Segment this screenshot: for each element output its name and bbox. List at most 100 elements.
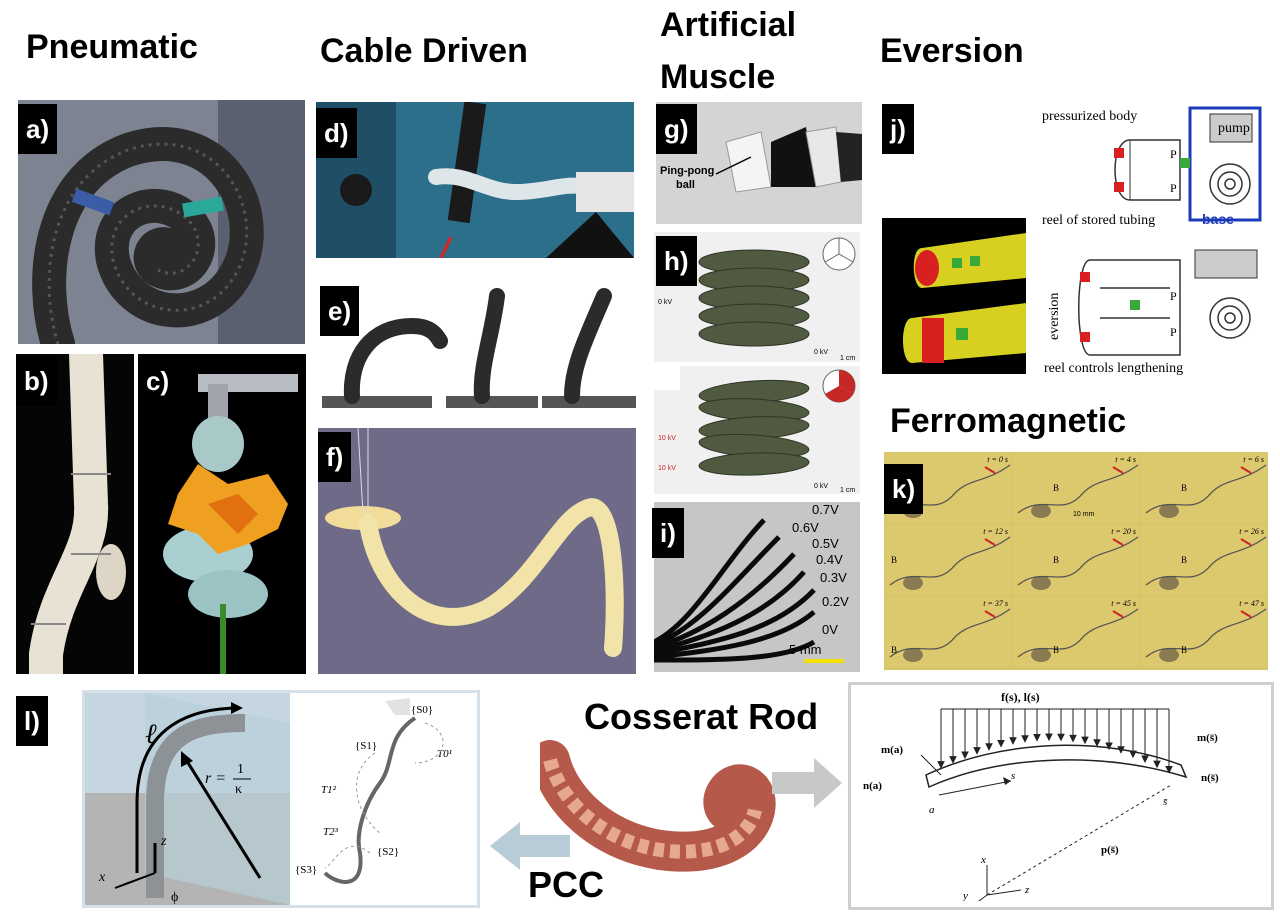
load-arrowhead: [997, 739, 1005, 748]
load-arrowhead: [1165, 766, 1173, 774]
label-j: j): [882, 104, 914, 154]
i-voltage-label: 0.4V: [816, 552, 843, 567]
cos-s: s: [1011, 770, 1015, 782]
i-voltage-label: 0.5V: [812, 536, 839, 551]
l-x: x: [98, 870, 106, 885]
load-arrowhead: [1129, 750, 1137, 759]
k-time-label: t = 12 s: [983, 527, 1008, 536]
cos-y: y: [962, 890, 968, 901]
j-base: base: [1202, 211, 1234, 227]
l-kappa: κ: [235, 782, 242, 797]
i-voltage-label: 0.7V: [812, 502, 839, 517]
header-pcc: PCC: [528, 864, 605, 905]
cos-a: a: [929, 804, 935, 816]
k-field-label: B: [1181, 483, 1188, 493]
h-kv-bottom-1: 10 kV: [658, 435, 676, 442]
j-pump: pump: [1218, 121, 1250, 136]
k-frame-cell: t = 37 s B: [885, 597, 1011, 667]
h-kv-top-right: 0 kV: [814, 349, 828, 356]
l-r-eq: r =: [205, 770, 226, 787]
load-arrowhead: [961, 751, 969, 760]
load-arrowhead: [1081, 736, 1089, 745]
cos-x: x: [980, 854, 986, 866]
label-i: i): [652, 508, 684, 558]
j-p-bottom-2: P: [1170, 325, 1177, 339]
header-pneumatic: Pneumatic: [26, 28, 198, 66]
k-field-label: B: [1053, 483, 1060, 493]
j-pressurized-body: pressurized body: [1042, 109, 1137, 124]
cos-n-s: n(s̄): [1201, 772, 1219, 784]
load-arrowhead: [1141, 755, 1149, 764]
header-artificial-muscle-2: Muscle: [660, 58, 776, 96]
header-eversion: Eversion: [880, 32, 1024, 70]
arrow-left-icon: [490, 822, 570, 870]
j-reel-stored: reel of stored tubing: [1042, 213, 1155, 228]
l-phi: ϕ: [171, 890, 178, 905]
h-scale-top: 1 cm: [840, 355, 855, 362]
j-p-top-2: P: [1170, 181, 1177, 195]
i-voltage-label: 0.3V: [820, 570, 847, 585]
load-arrowhead: [1117, 746, 1125, 754]
h-kv-bottom-right: 0 kV: [814, 483, 828, 490]
load-arrowhead: [1045, 733, 1053, 742]
g-label-ping-pong: Ping-pong: [660, 165, 714, 177]
k-field-label: B: [1053, 645, 1060, 655]
panel-j-photo: [882, 218, 1026, 374]
cos-p-s: p(s̄): [1101, 844, 1119, 856]
k-field-label: B: [891, 645, 898, 655]
l-frame-1: {S1}: [355, 740, 377, 752]
k-time-label: t = 26 s: [1239, 527, 1264, 536]
panel-e-cable-poses: [322, 276, 636, 408]
panel-b-pneumatic-arm: [16, 354, 134, 674]
panel-f-tentacle: [318, 428, 636, 674]
cos-s-bar: s̄: [1163, 796, 1168, 808]
label-h: h): [656, 236, 697, 286]
load-arrowhead: [949, 756, 957, 764]
k-time-label: t = 20 s: [1111, 527, 1136, 536]
i-voltage-label: 0.2V: [822, 594, 849, 609]
label-b: b): [16, 356, 57, 406]
k-time-label: t = 0 s: [987, 455, 1008, 464]
k-time-label: t = 37 s: [983, 599, 1008, 608]
l-one: 1: [237, 762, 244, 777]
label-c: c): [138, 356, 178, 406]
i-scale: 5 mm: [789, 642, 822, 657]
k-frame-cell: t = 4 s B 10 mm: [1013, 453, 1139, 523]
octopus-tentacle-image: [540, 740, 780, 880]
cos-n-a: n(a): [863, 780, 882, 792]
j-reel-controls: reel controls lengthening: [1044, 361, 1183, 376]
load-arrowhead: [1033, 733, 1041, 742]
header-cosserat-rod: Cosserat Rod: [584, 696, 819, 737]
panel-h-stack-on: 10 kV 10 kV 0 kV 1 cm: [654, 366, 860, 494]
label-d: d): [316, 108, 357, 158]
cos-m-s: m(s̄): [1197, 732, 1218, 744]
label-e: e): [320, 286, 360, 336]
k-time-label: t = 45 s: [1111, 599, 1136, 608]
label-g: g): [656, 104, 697, 154]
j-p-top-1: P: [1170, 147, 1177, 161]
k-time-label: t = 4 s: [1115, 455, 1136, 464]
cos-m-a: m(a): [881, 744, 903, 756]
label-f: f): [318, 432, 352, 482]
load-arrowhead: [1021, 735, 1029, 743]
h-scale-bottom: 1 cm: [840, 487, 855, 494]
panel-l-pcc: ℓ r = 1 κ z x ϕ {S0} {S1} {S2} {S3} T0¹ …: [82, 690, 480, 908]
load-arrowhead: [1093, 739, 1101, 747]
l-transform-2: T2³: [323, 826, 339, 838]
k-scale-label: 10 mm: [1073, 511, 1095, 518]
load-arrowhead: [1153, 760, 1161, 769]
panel-h-stack-off: 0 kV 0 kV 1 cm: [654, 232, 860, 362]
l-frame-3: {S3}: [295, 864, 317, 876]
l-z: z: [160, 834, 167, 849]
cos-force: f(s), l(s): [1001, 690, 1040, 704]
load-arrowhead: [985, 743, 993, 751]
j-eversion: eversion: [1047, 293, 1062, 340]
l-frame-2: {S2}: [377, 846, 399, 858]
l-transform-0: T0¹: [437, 748, 452, 760]
h-kv-top: 0 kV: [658, 299, 672, 306]
